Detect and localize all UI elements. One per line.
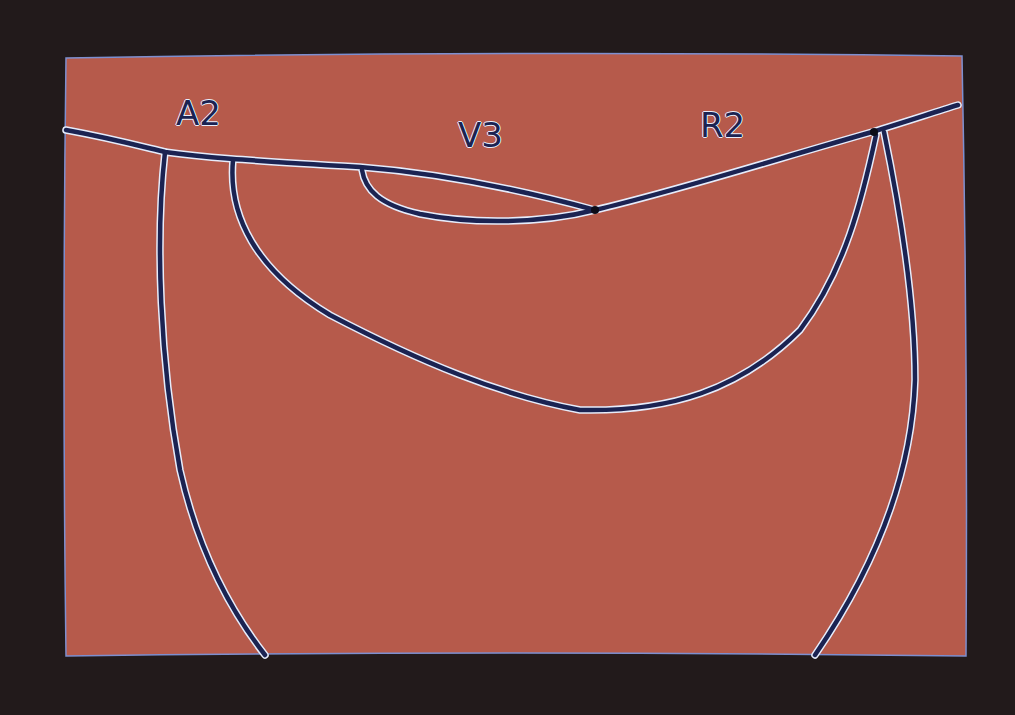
junction-dot	[591, 206, 599, 214]
vessel-outline-halo	[66, 105, 958, 655]
vessel-outline	[66, 105, 958, 655]
junction-dot	[870, 128, 878, 136]
screen-panel	[64, 53, 967, 656]
vessel-label: A2	[176, 96, 221, 130]
vessel-label: V3	[458, 118, 503, 152]
vessel-label: R2	[700, 108, 745, 142]
